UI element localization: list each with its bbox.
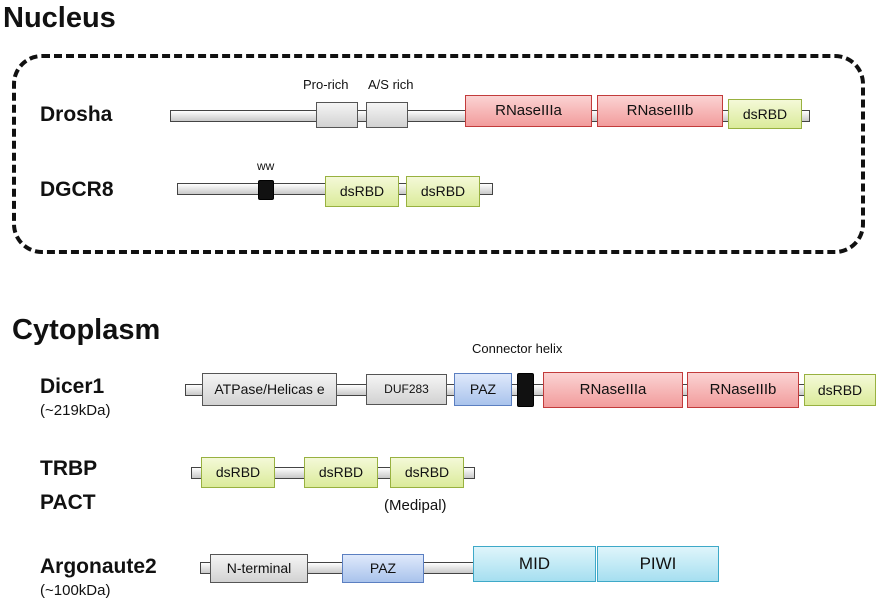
ago2-paz-domain: PAZ [342,554,424,583]
ago2-mid-domain: MID [473,546,596,582]
drosha-as-rich-domain [366,102,408,128]
ww-label: ww [257,159,275,173]
connector-helix-label: Connector helix [472,341,563,356]
dicer1-rnase-iiib-domain: RNaseIIIb [687,372,799,408]
cytoplasm-title: Cytoplasm [12,314,161,346]
trbp-dsrbd-2-domain: dsRBD [304,457,378,488]
dgcr8-ww-domain [258,180,274,200]
dicer1-rnase-iiia-domain: RNaseIIIa [543,372,683,408]
medipal-label: (Medipal) [384,497,447,514]
trbp-dsrbd-1-domain: dsRBD [201,457,275,488]
ago2-size: (~100kDa) [40,582,111,599]
trbp-label: TRBP [40,457,98,480]
pact-label: PACT [40,491,96,514]
drosha-rnase-iiia-domain: RNaseIIIa [465,95,592,127]
as-rich-label: A/S rich [368,77,414,92]
drosha-rnase-iiib-domain: RNaseIIIb [597,95,723,127]
nucleus-boundary [12,54,865,254]
dicer1-helicase-domain: ATPase/Helicas e [202,373,337,406]
pro-rich-label: Pro-rich [303,77,349,92]
dgcr8-dsrbd-2-domain: dsRBD [406,176,480,207]
dicer1-duf283-domain: DUF283 [366,374,447,405]
dicer1-dsrbd-domain: dsRBD [804,374,876,406]
ago2-n-terminal-domain: N-terminal [210,554,308,583]
drosha-label: Drosha [40,103,113,126]
ago2-label: Argonaute2 [40,555,157,578]
nucleus-title: Nucleus [3,2,116,34]
drosha-dsrbd-domain: dsRBD [728,99,802,129]
dicer1-label: Dicer1 [40,375,105,398]
dicer1-connector-helix-domain [517,373,534,407]
trbp-dsrbd-3-domain: dsRBD [390,457,464,488]
drosha-pro-rich-domain [316,102,358,128]
dgcr8-dsrbd-1-domain: dsRBD [325,176,399,207]
dicer1-paz-domain: PAZ [454,373,512,406]
ago2-piwi-domain: PIWI [597,546,719,582]
dgcr8-label: DGCR8 [40,178,114,201]
dicer1-size: (~219kDa) [40,402,111,419]
